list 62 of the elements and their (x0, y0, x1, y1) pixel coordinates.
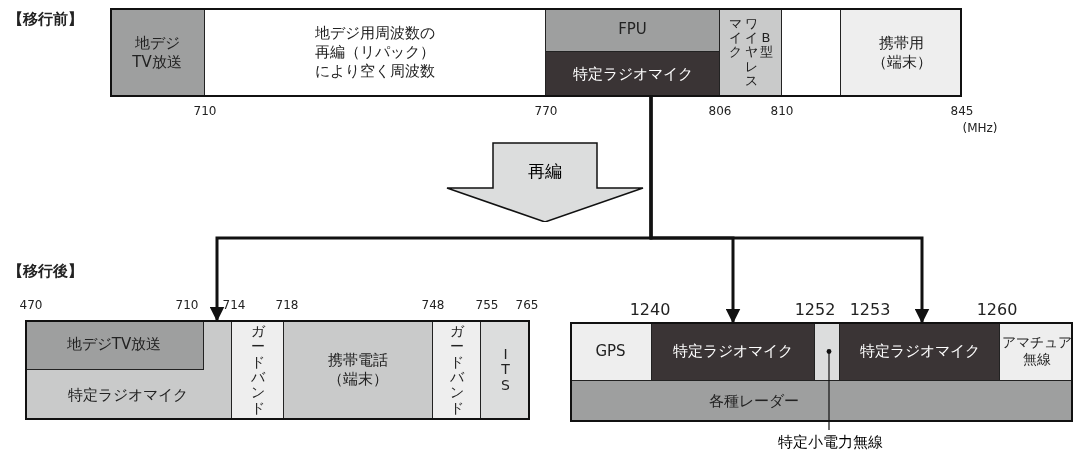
band-segment (652, 322, 815, 381)
segment-label: ワイヤレスマイク (728, 16, 758, 89)
frequency-bar (110, 8, 962, 97)
frequency-label: 710 (175, 298, 199, 312)
frequency-label: 470 (19, 298, 43, 312)
frequency-label: 710 (193, 104, 217, 118)
segment-label: 地デジ用周波数の再編（リパック）により空く周波数 (314, 24, 436, 81)
segment-label: FPU (617, 20, 648, 39)
band-segment (570, 381, 1073, 422)
band-segment (720, 8, 782, 97)
band-segment (546, 52, 720, 97)
segment-label: 特定ラジオマイク (571, 65, 694, 84)
segment-label: 携帯電話（端末） (327, 351, 389, 389)
band-segment (25, 320, 232, 420)
band-segment (284, 320, 433, 420)
segment-label: B型 (759, 30, 773, 60)
band-segment (433, 320, 481, 420)
section-heading: 【移行前】 (8, 10, 83, 29)
frequency-label: (MHz) (962, 121, 998, 135)
frequency-label: 810 (770, 104, 794, 118)
segment-label: 特定ラジオマイク (858, 341, 981, 361)
segment-label: ITS (501, 346, 510, 394)
frequency-label: 1252 (794, 300, 836, 319)
frequency-label: 845 (950, 104, 974, 118)
frequency-label: 714 (222, 298, 246, 312)
segment-label: ガードバンド (449, 323, 464, 417)
arrow (649, 97, 930, 324)
band-segment (232, 320, 284, 420)
band-segment (110, 8, 205, 97)
segment-label: 各種レーダー (708, 392, 800, 411)
frequency-bar (570, 322, 1073, 422)
frequency-label: 765 (515, 298, 539, 312)
frequency-label: 1260 (976, 300, 1018, 319)
frequency-label: 1253 (849, 300, 891, 319)
arrow-label: 再編 (528, 160, 562, 183)
band-segment (481, 320, 530, 420)
band-segment (570, 322, 652, 381)
segment-label: アマチュア無線 (1000, 333, 1073, 369)
segment-label: ガードバンド (250, 323, 265, 417)
segment-label: 特定ラジオマイク (672, 341, 794, 361)
frequency-bar (25, 320, 530, 420)
frequency-label: 755 (475, 298, 499, 312)
segment-label: 地デジTV放送 (65, 335, 163, 354)
segment-label: 特定ラジオマイク (67, 385, 189, 405)
frequency-label: 1240 (629, 300, 671, 319)
band-segment (840, 322, 1000, 381)
segment-label: 携帯用（端末） (870, 33, 933, 72)
frequency-label: 718 (275, 298, 299, 312)
frequency-label: 748 (421, 298, 445, 312)
callout-label: 特定小電力無線 (776, 432, 884, 452)
band-segment (840, 8, 962, 97)
band-segment (25, 320, 204, 370)
section-heading: 【移行後】 (8, 262, 83, 281)
segment-label: 地デジ TV放送 (131, 33, 183, 72)
frequency-label: 770 (534, 104, 558, 118)
band-segment (546, 8, 720, 52)
frequency-label: 806 (708, 104, 732, 118)
block-arrow (445, 142, 645, 222)
band-segment (815, 322, 840, 381)
leader-line (826, 349, 832, 431)
segment-label: GPS (594, 341, 627, 361)
band-segment (1000, 322, 1073, 381)
